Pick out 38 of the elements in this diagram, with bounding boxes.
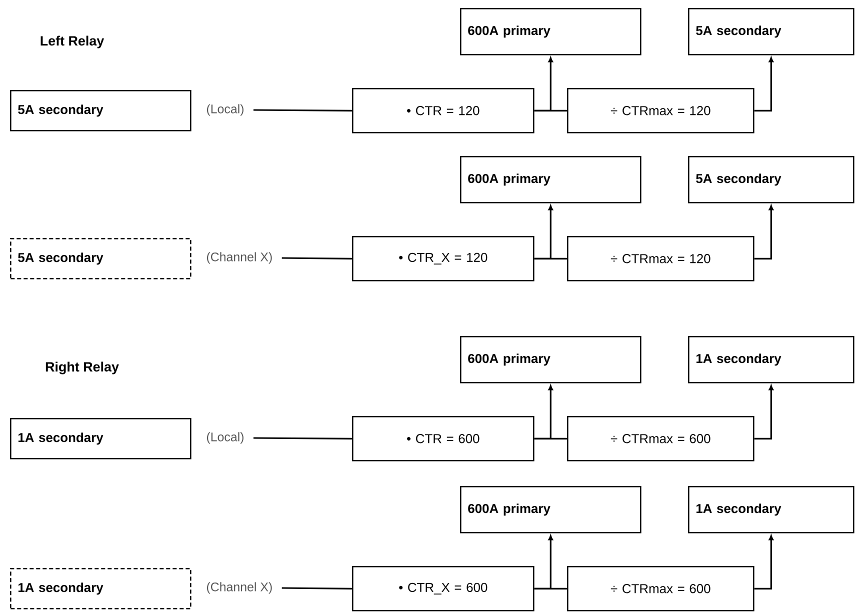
output-box: 600A primary bbox=[460, 486, 642, 534]
channel-label: (Channel X) bbox=[206, 582, 272, 594]
input-box: 5A secondary bbox=[10, 238, 192, 280]
connector bbox=[754, 205, 774, 260]
connector bbox=[754, 535, 774, 590]
channel-label: (Local) bbox=[206, 104, 244, 116]
connector bbox=[253, 437, 352, 440]
input-box: 5A secondary bbox=[10, 90, 192, 132]
ratio-box: ÷ CTRmax = 600 bbox=[567, 566, 754, 612]
ratio-box: • CTR = 600 bbox=[352, 416, 534, 462]
connector bbox=[754, 57, 774, 112]
connector bbox=[754, 385, 774, 440]
connector bbox=[253, 109, 352, 112]
ratio-box: • CTR = 120 bbox=[352, 88, 534, 134]
connector bbox=[282, 587, 352, 590]
connector bbox=[534, 205, 554, 260]
ratio-box: ÷ CTRmax = 120 bbox=[567, 88, 754, 134]
output-box: 600A primary bbox=[460, 336, 642, 384]
output-box: 1A secondary bbox=[688, 486, 854, 534]
ratio-box: ÷ CTRmax = 120 bbox=[567, 236, 754, 282]
connector bbox=[534, 535, 554, 590]
channel-label: (Channel X) bbox=[206, 252, 272, 264]
connector bbox=[534, 385, 554, 440]
ratio-box: • CTR_X = 120 bbox=[352, 236, 534, 282]
input-box: 1A secondary bbox=[10, 418, 192, 460]
channel-label: (Local) bbox=[206, 432, 244, 444]
section-heading: Right Relay bbox=[46, 362, 119, 374]
output-box: 600A primary bbox=[460, 156, 642, 204]
input-box: 1A secondary bbox=[10, 568, 192, 610]
section-heading: Left Relay bbox=[40, 36, 104, 48]
output-box: 5A secondary bbox=[688, 8, 854, 56]
output-box: 1A secondary bbox=[688, 336, 854, 384]
ratio-box: ÷ CTRmax = 600 bbox=[567, 416, 754, 462]
connector bbox=[282, 257, 352, 260]
output-box: 5A secondary bbox=[688, 156, 854, 204]
connector bbox=[534, 57, 554, 112]
ratio-box: • CTR_X = 600 bbox=[352, 566, 534, 612]
output-box: 600A primary bbox=[460, 8, 642, 56]
